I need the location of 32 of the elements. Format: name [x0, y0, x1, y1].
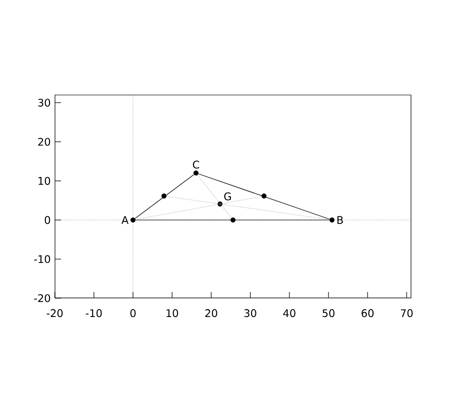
point — [262, 194, 266, 198]
tick-label: 40 — [283, 309, 296, 318]
median-line — [135, 196, 262, 220]
point — [162, 194, 166, 198]
tick-label: 20 — [205, 309, 218, 318]
median-line — [197, 174, 232, 218]
node-label: C — [192, 160, 200, 169]
node-label: B — [337, 216, 343, 224]
tick-label: 50 — [322, 309, 334, 318]
tick-label: -20 — [46, 309, 63, 318]
tick-label: 0 — [44, 216, 50, 224]
tick-label: 30 — [244, 309, 256, 318]
labeled-point: A — [122, 216, 136, 224]
labeled-point: G — [218, 192, 231, 206]
median-line — [166, 196, 330, 220]
tick-label: 60 — [362, 309, 374, 318]
tick-label: 70 — [400, 309, 413, 318]
triangle-side — [198, 174, 330, 220]
tick-label: -10 — [86, 309, 102, 318]
tick-label: 30 — [38, 98, 50, 107]
tick-label: -10 — [34, 255, 50, 264]
tick-label: -20 — [34, 294, 50, 302]
point — [230, 218, 236, 222]
labeled-point: B — [330, 216, 343, 224]
labeled-point: C — [192, 160, 200, 176]
node-label: G — [224, 192, 231, 200]
tick-label: 20 — [38, 138, 50, 146]
node-label: A — [122, 216, 129, 224]
triangle-side — [134, 174, 194, 219]
tick-label: 10 — [166, 309, 178, 318]
tick-label: 0 — [130, 309, 136, 318]
tick-label: 10 — [38, 176, 50, 185]
